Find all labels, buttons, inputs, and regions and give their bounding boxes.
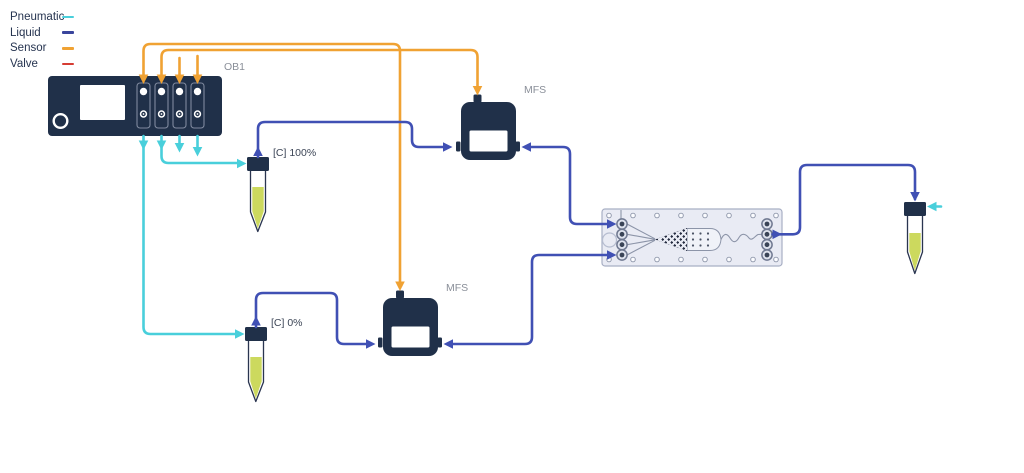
microfluidic-chip[interactable]: [601, 208, 783, 267]
mfs-bottom-label: MFS: [446, 282, 469, 294]
tube-cap: [247, 157, 269, 171]
liquid-line-mfs-bottom-to-chip[interactable]: [450, 253, 609, 346]
tube-liquid: [252, 187, 264, 229]
tube-liquid: [250, 357, 262, 399]
sensor-line-ch2-to-mfs-top[interactable]: [160, 48, 479, 89]
mfs-sensor-bottom[interactable]: [378, 290, 442, 357]
legend-row-liquid: Liquid: [10, 25, 74, 41]
reservoir-c100-label: [C] 100%: [273, 147, 317, 159]
mfs-port-right: [515, 141, 520, 152]
chip-screw-holes: [606, 212, 779, 263]
collection-tube[interactable]: [904, 202, 926, 275]
pneumatic-line-ch1-to-c0[interactable]: [142, 134, 238, 336]
legend-label: Liquid: [10, 26, 41, 39]
legend-row-sensor: Sensor: [10, 40, 74, 56]
tube-cap: [904, 202, 926, 216]
pneumatic-line-ch2-to-c100[interactable]: [160, 134, 240, 165]
mfs-sensor-connector: [473, 94, 482, 103]
mfs-port-right: [437, 337, 442, 348]
mfs-sensor-connector: [396, 290, 404, 299]
ob1-body[interactable]: [48, 76, 222, 136]
ob1-label: OB1: [224, 61, 246, 73]
mfs-top-label: MFS: [524, 84, 547, 96]
legend-label: Sensor: [10, 42, 47, 55]
legend-row-valve: Valve: [10, 56, 74, 72]
liquid-dash-icon: [62, 31, 74, 34]
chip-mixing-chamber: [686, 228, 722, 251]
chip-inlet-ports[interactable]: [616, 218, 628, 261]
mfs-display: [391, 326, 430, 348]
channel-inlet-port: [193, 87, 202, 96]
liquid-line-chip-to-collection[interactable]: [771, 163, 917, 236]
valve-dash-icon: [62, 62, 74, 66]
sensor-dash-icon: [62, 46, 74, 50]
chip-inlet-channels: [626, 223, 656, 256]
sensor-line-ch1-to-mfs-bottom[interactable]: [142, 42, 402, 285]
channel-inlet-port: [157, 87, 166, 96]
legend-label: Valve: [10, 57, 38, 70]
chip-alignment-circle: [601, 232, 618, 248]
tube-cap: [245, 327, 267, 341]
liquid-line-c0-to-mfs-bottom[interactable]: [254, 291, 369, 346]
pneumatic-dash-icon: [62, 15, 74, 19]
mfs-display: [469, 130, 508, 152]
chip-outlet-ports[interactable]: [761, 218, 773, 261]
tube-liquid: [909, 233, 921, 271]
channel-inlet-port: [139, 87, 148, 96]
chip-chamber-dots: [691, 232, 710, 247]
legend-label: Pneumatic: [10, 10, 65, 23]
legend-row-pneumatic: Pneumatic: [10, 9, 74, 25]
reservoir-tube-c100[interactable]: [247, 157, 269, 233]
channel-inlet-port: [175, 87, 184, 96]
chip-serpentine-channel: [720, 233, 763, 243]
ob1-screen: [80, 85, 125, 120]
ob1-knob[interactable]: [52, 112, 69, 129]
ob1-controller[interactable]: [48, 76, 222, 136]
reservoir-c0-label: [C] 0%: [271, 317, 303, 329]
liquid-line-mfs-top-to-chip[interactable]: [529, 145, 609, 226]
legend: Pneumatic Liquid Sensor Valve: [10, 9, 74, 72]
mfs-port-left: [456, 141, 461, 152]
mfs-port-left: [378, 337, 383, 348]
liquid-line-c100-to-mfs-top[interactable]: [256, 120, 445, 159]
reservoir-tube-c0[interactable]: [245, 327, 267, 403]
mfs-sensor-top[interactable]: [456, 94, 520, 161]
